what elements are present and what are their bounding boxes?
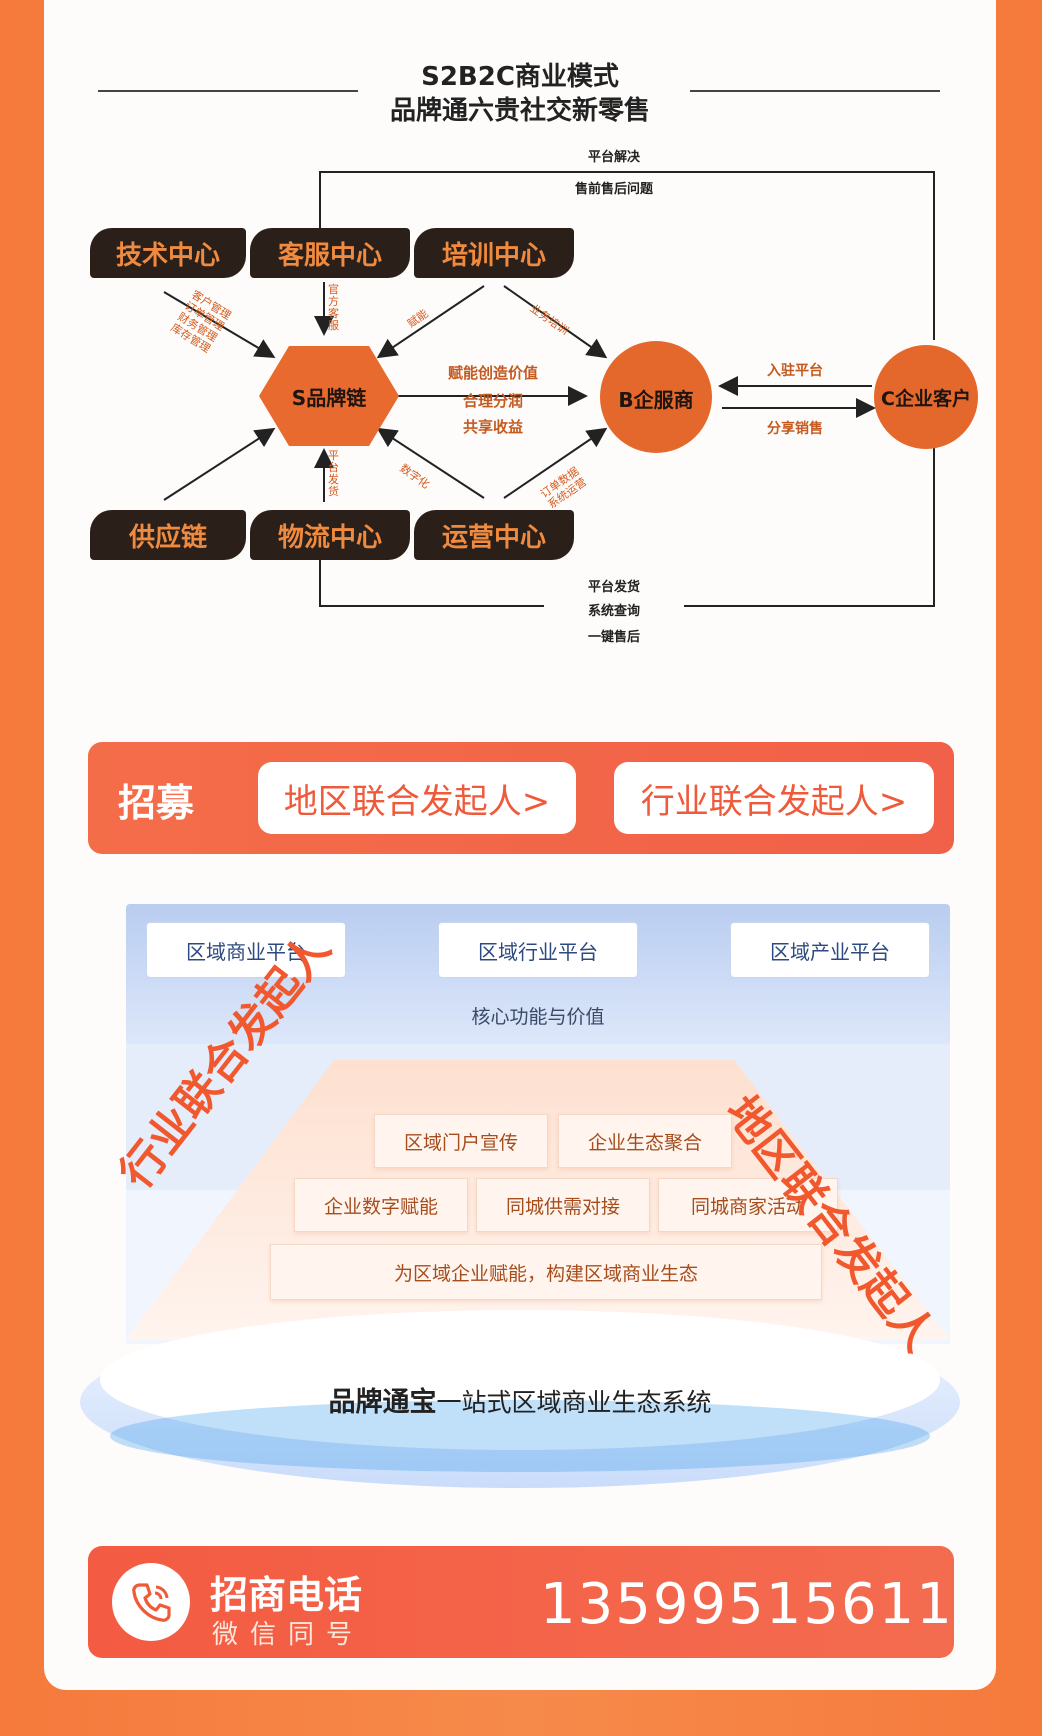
service-annotation: 官方客服 (328, 283, 339, 332)
logistics-center-box: 物流中心 (250, 510, 410, 560)
region-initiator-button[interactable]: 地区联合发起人> (258, 762, 576, 834)
arrow-operation-s (376, 427, 485, 499)
service-center-box: 客服中心 (250, 228, 410, 278)
title-divider-right (690, 90, 940, 92)
recruit-bar: 招募 地区联合发起人> 行业联合发起人> (88, 742, 954, 854)
regional-business-platform[interactable]: 区域商业平台 (146, 922, 346, 978)
bottom-loop-label-2: 系统查询 (544, 600, 684, 619)
platform-top-panel: 区域商业平台 区域行业平台 区域产业平台 核心功能与价值 (126, 904, 950, 1044)
c-customer-label: C企业客户 (881, 388, 971, 410)
regional-industry-platform[interactable]: 区域行业平台 (438, 922, 638, 978)
industry-initiator-button[interactable]: 行业联合发起人> (614, 762, 934, 834)
ecosystem-system-name: 品牌通宝一站式区域商业生态系统 (328, 1387, 712, 1418)
s-brand-hexagon (259, 346, 399, 446)
contact-label: 招商电话 (210, 1573, 363, 1617)
join-platform-label: 入驻平台 (767, 363, 823, 379)
func-empower-slogan: 为区域企业赋能，构建区域商业生态 (270, 1244, 822, 1300)
arrow-training-s (376, 285, 485, 359)
regional-production-platform[interactable]: 区域产业平台 (730, 922, 930, 978)
func-merchant-activity[interactable]: 同城商家活动 (658, 1178, 838, 1232)
center-label-1: 赋能创造价值 (447, 364, 538, 382)
poster-card: S2B2C商业模式 品牌通六贵社交新零售 技术中心 客 (44, 0, 996, 1690)
bottom-loop-label-1: 平台发货 (587, 580, 640, 595)
func-enterprise-ecosystem[interactable]: 企业生态聚合 (558, 1114, 732, 1168)
s-brand-label: S品牌链 (291, 386, 367, 410)
b-service-circle (600, 341, 712, 453)
center-label-2: 合理分润 (462, 392, 523, 410)
platform-base-inner (100, 1310, 940, 1450)
b-service-label: B企服商 (618, 388, 694, 412)
diagram-subtitle: 品牌通六贵社交新零售 (389, 96, 650, 126)
arrow-tech-s (163, 291, 276, 359)
share-sales-label: 分享销售 (767, 421, 823, 437)
platform-base-glow (110, 1400, 930, 1472)
operation-center-box: 运营中心 (414, 510, 574, 560)
title-divider-left (98, 90, 358, 92)
logistics-annotation: 平台发货 (328, 449, 339, 498)
contact-bar: 招商电话 微信同号 13599515611 (88, 1546, 954, 1658)
bottom-loop-label-3: 一键售后 (587, 630, 640, 645)
func-portal-promotion[interactable]: 区域门户宣传 (374, 1114, 548, 1168)
diagram-title: S2B2C商业模式 (421, 62, 619, 92)
top-loop-label-2: 售前售后问题 (574, 182, 653, 197)
phone-icon[interactable] (112, 1563, 190, 1641)
func-supply-demand[interactable]: 同城供需对接 (476, 1178, 650, 1232)
contact-phone[interactable]: 13599515611 (540, 1572, 954, 1637)
center-label-3: 共享收益 (462, 418, 523, 436)
arrow-training-b (503, 285, 608, 359)
top-loop-label-1: 平台解决 (587, 150, 640, 165)
recruit-label: 招募 (118, 781, 195, 825)
arrow-operation-b (503, 427, 608, 499)
top-loop-line (319, 171, 935, 340)
contact-sub: 微信同号 (212, 1620, 365, 1650)
c-customer-circle (874, 345, 978, 449)
tech-center-box: 技术中心 (90, 228, 246, 278)
arrow-supply-s (163, 427, 276, 501)
supply-chain-box: 供应链 (90, 510, 246, 560)
s2b2c-diagram (163, 171, 978, 607)
core-function-label: 核心功能与价值 (471, 1006, 605, 1028)
training-center-box: 培训中心 (414, 228, 574, 278)
func-digital-empower[interactable]: 企业数字赋能 (294, 1178, 468, 1232)
